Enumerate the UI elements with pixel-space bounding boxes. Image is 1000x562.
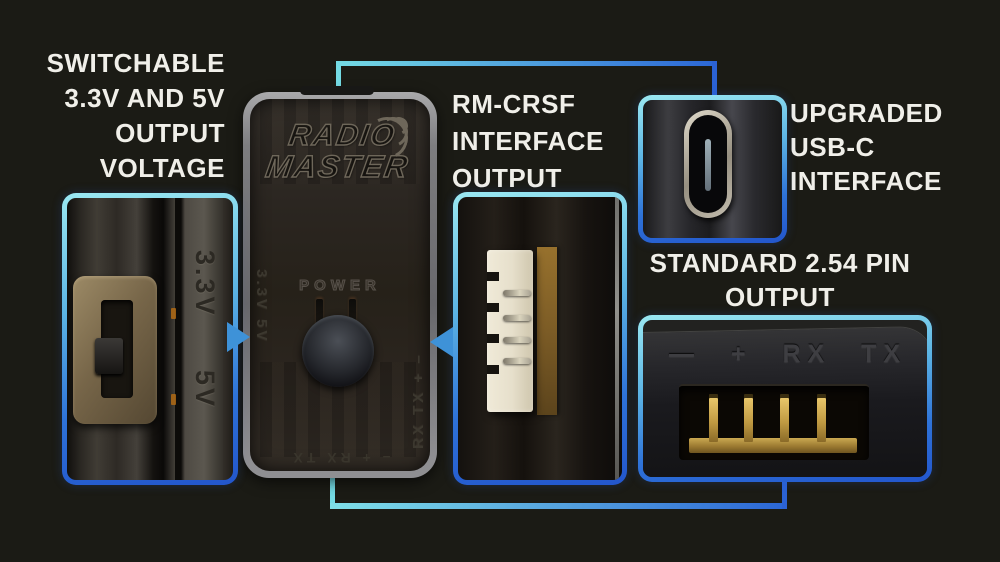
label-switchable-voltage: SWITCHABLE 3.3V AND 5V OUTPUT VOLTAGE: [0, 46, 225, 186]
usbc-closeup-photo: [643, 100, 782, 238]
switch-label-3v3: 3.3V: [190, 250, 220, 318]
connector-notches: [487, 272, 499, 396]
voltage-switch: [73, 276, 157, 424]
usbc-tongue: [705, 139, 711, 191]
label-line: RM-CRSF: [452, 89, 576, 119]
gold-contact-bar: [689, 438, 857, 453]
label-line: 3.3V AND 5V: [64, 83, 225, 113]
label-line: INTERFACE: [452, 126, 604, 156]
line-top-horizontal: [336, 61, 717, 66]
line-top-vertical-left: [336, 61, 341, 94]
connector-pin: [503, 337, 531, 343]
usbc-port-top-slot: [300, 86, 374, 95]
gold-pin: [780, 398, 789, 442]
callout-arrow-switch: [227, 322, 250, 352]
label-line: OUTPUT: [115, 118, 225, 148]
switch-label-panel: 3.3V 5V: [175, 198, 223, 480]
switch-knob: [95, 338, 123, 374]
connector-pin: [503, 358, 531, 364]
callout-pin-header: — + RX TX: [638, 315, 932, 482]
label-usbc-interface: UPGRADED USB-C INTERFACE: [790, 96, 943, 198]
switch-closeup-photo: 3.3V 5V: [67, 198, 233, 480]
internal-components-shadow: [260, 99, 420, 184]
callout-voltage-switch: 3.3V 5V: [62, 193, 238, 485]
power-button: [302, 315, 374, 387]
line-bottom-vertical-left: [330, 476, 335, 508]
label-line: OUTPUT: [452, 163, 562, 193]
signal-waves-icon: [360, 111, 414, 165]
label-line: VOLTAGE: [99, 153, 225, 183]
device-body: RADIO MASTER POWER 3.3V 5V RX TX + – – +…: [250, 99, 430, 471]
radiomaster-device: RADIO MASTER POWER 3.3V 5V RX TX + – – +…: [243, 86, 437, 478]
pin-header-photo: — + RX TX: [643, 320, 927, 477]
line-top-vertical-right: [712, 61, 717, 98]
label-pin-output: STANDARD 2.54 PIN OUTPUT: [620, 246, 940, 314]
device-edge-highlight: [615, 197, 619, 480]
button-pin-trace: [316, 299, 323, 329]
pcb-glimpse: [171, 308, 176, 319]
gold-pin: [744, 398, 753, 442]
connector-pin: [503, 315, 531, 321]
button-pin-trace: [349, 299, 356, 329]
power-label: POWER: [299, 277, 381, 295]
label-line: UPGRADED: [790, 98, 943, 128]
device-side-text-pins: RX TX + –: [410, 352, 427, 449]
callout-usbc-port: [638, 95, 787, 243]
label-line: INTERFACE: [790, 166, 942, 196]
gold-pin: [709, 398, 718, 442]
switch-label-5v: 5V: [190, 370, 220, 410]
connector-pin: [503, 290, 531, 296]
pin-header-opening: [679, 384, 869, 460]
label-line: STANDARD 2.54 PIN: [649, 248, 911, 278]
usbc-port-cavity: [689, 115, 727, 213]
line-bottom-horizontal: [330, 503, 787, 509]
jst-connector: [487, 250, 533, 412]
label-crsf-output: RM-CRSF INTERFACE OUTPUT: [452, 86, 604, 197]
usbc-port: [684, 110, 732, 218]
label-line: SWITCHABLE: [46, 48, 225, 78]
pcb-glimpse: [171, 394, 176, 405]
crsf-connector-photo: [458, 197, 622, 480]
label-line: USB-C: [790, 132, 875, 162]
pin-edge-labels: — + RX TX: [669, 340, 908, 368]
device-side-text-voltage: 3.3V 5V: [253, 269, 270, 344]
connector-bronze-strip: [537, 247, 557, 415]
device-bottom-edge-text: – + RX TX: [289, 450, 391, 466]
label-line: OUTPUT: [725, 282, 835, 312]
callout-arrow-crsf: [430, 327, 453, 357]
line-bottom-vertical-right: [782, 470, 787, 509]
gold-pin: [817, 398, 826, 442]
callout-crsf-connector: [453, 192, 627, 485]
